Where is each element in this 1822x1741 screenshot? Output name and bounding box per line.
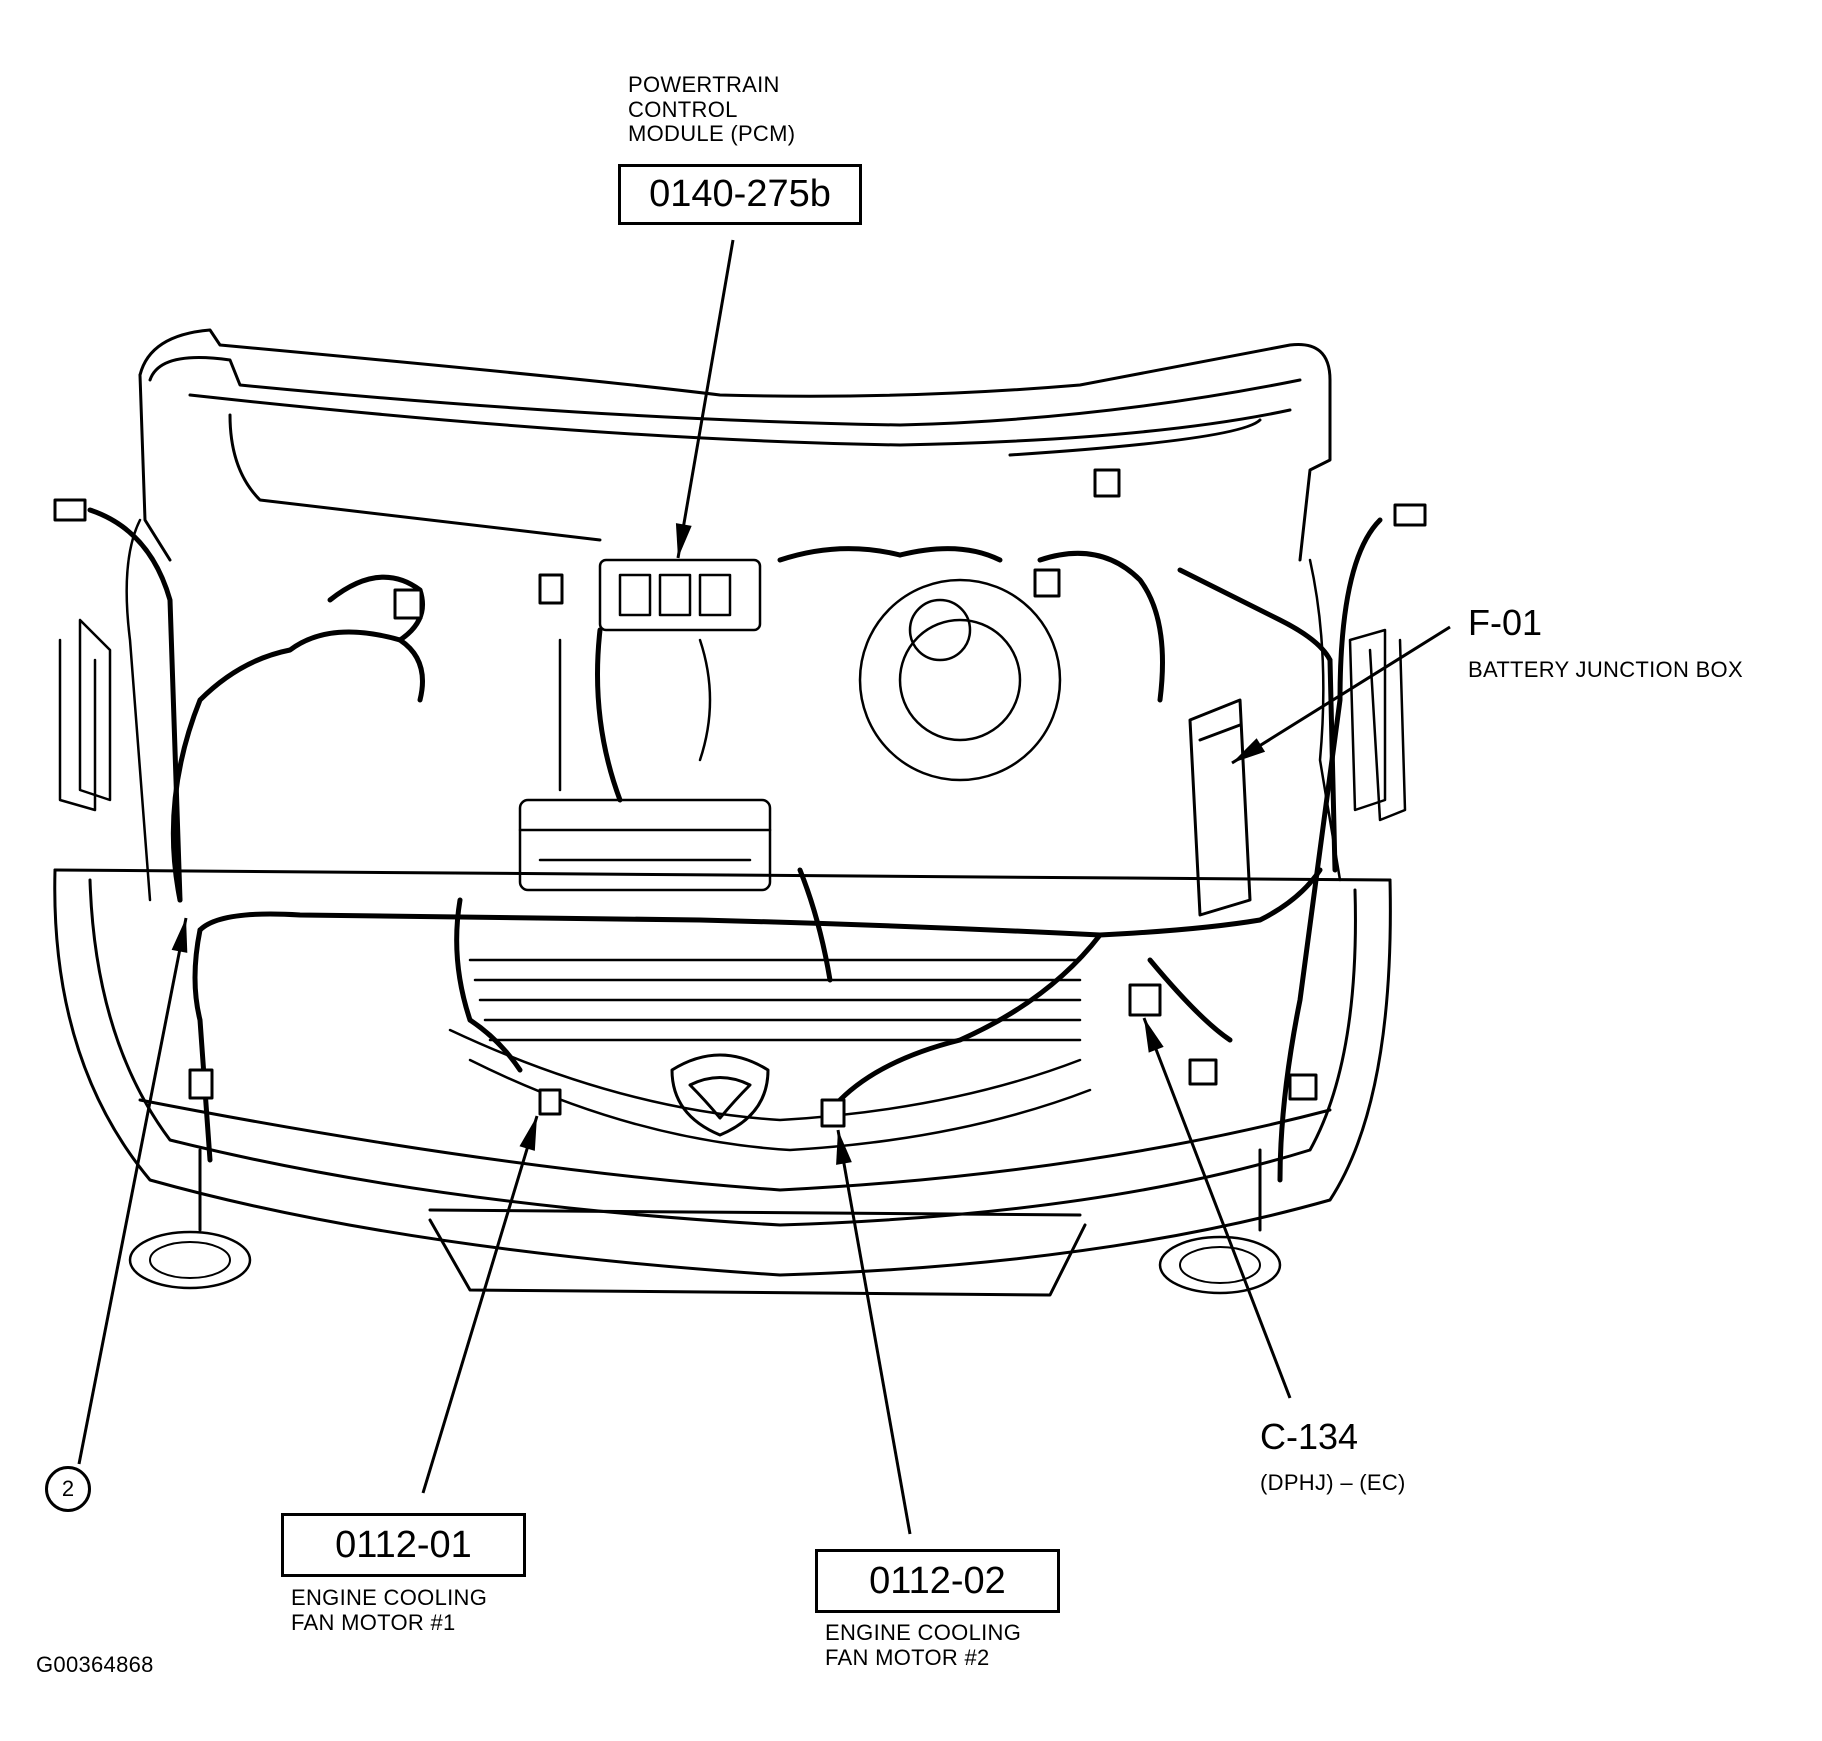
c134-leader [1142, 1017, 1292, 1399]
fan-motor-1-leader-arrowhead [519, 1116, 537, 1151]
engine-block [518, 558, 772, 892]
fan-motor-2-code-box: 0112-02 [815, 1549, 1060, 1613]
callout-leaders [77, 239, 1451, 1535]
battery-junction-box-code: F-01 [1468, 602, 1543, 643]
pcm-label-line: MODULE (PCM) [628, 121, 796, 147]
fan-motor-2-code: 0112-02 [869, 1559, 1006, 1602]
pcm-leader-arrowhead [675, 523, 692, 558]
pcm-label-line: POWERTRAIN [628, 72, 780, 97]
connectors [53, 468, 1427, 1128]
fender-left [58, 518, 152, 902]
c134-code: C-134 [1260, 1416, 1359, 1457]
radiator-grille [448, 958, 1092, 1152]
fan-motor-1-leader [421, 1115, 539, 1494]
wiring-harness [87, 507, 1383, 1183]
brand-emblem [670, 1053, 770, 1137]
battery-junction-box-leader-arrowhead [1232, 738, 1266, 763]
fog-lamp-left [128, 1230, 252, 1290]
reference-marker-leader-arrowhead [171, 918, 188, 953]
c134-note: (DPHJ) – (EC) [1260, 1470, 1406, 1495]
fan-motor-1-code: 0112-01 [335, 1523, 472, 1566]
fan-motor-1-label: ENGINE COOLING FAN MOTOR #1 [291, 1585, 488, 1635]
c134-leader-arrowhead [1144, 1018, 1164, 1053]
battery-junction-box-body [1188, 698, 1252, 917]
figure-id: G00364868 [36, 1652, 154, 1677]
fan-motor-1-label-line: FAN MOTOR #1 [291, 1609, 456, 1635]
fan-motor-2-label-line: FAN MOTOR #2 [825, 1644, 990, 1670]
reference-marker-number: 2 [61, 1476, 75, 1501]
fender-right [1308, 558, 1407, 882]
hood-outline [138, 328, 1332, 562]
fan-motor-2-label-line: ENGINE COOLING [825, 1620, 1022, 1645]
pcm-code-box: 0140-275b [618, 164, 862, 225]
brake-booster [858, 578, 1062, 782]
fog-lamp-right [1158, 1235, 1282, 1295]
fan-motor-2-leader [836, 1129, 912, 1535]
front-bumper [53, 868, 1392, 1297]
fan-motor-2-leader-arrowhead [836, 1130, 852, 1165]
fan-motor-1-code-box: 0112-01 [281, 1513, 526, 1577]
pcm-leader [675, 239, 735, 559]
battery-junction-box-leader [1231, 625, 1451, 765]
battery-junction-box-label: BATTERY JUNCTION BOX [1468, 657, 1743, 682]
reference-marker: 2 [45, 1466, 91, 1512]
reference-marker-leader [77, 917, 188, 1465]
pcm-label: POWERTRAIN CONTROL MODULE (PCM) [628, 72, 796, 147]
pcm-label-line: CONTROL [628, 96, 738, 122]
fan-motor-2-label: ENGINE COOLING FAN MOTOR #2 [825, 1620, 1022, 1670]
pcm-code: 0140-275b [649, 173, 831, 215]
fan-motor-1-label-line: ENGINE COOLING [291, 1585, 488, 1610]
